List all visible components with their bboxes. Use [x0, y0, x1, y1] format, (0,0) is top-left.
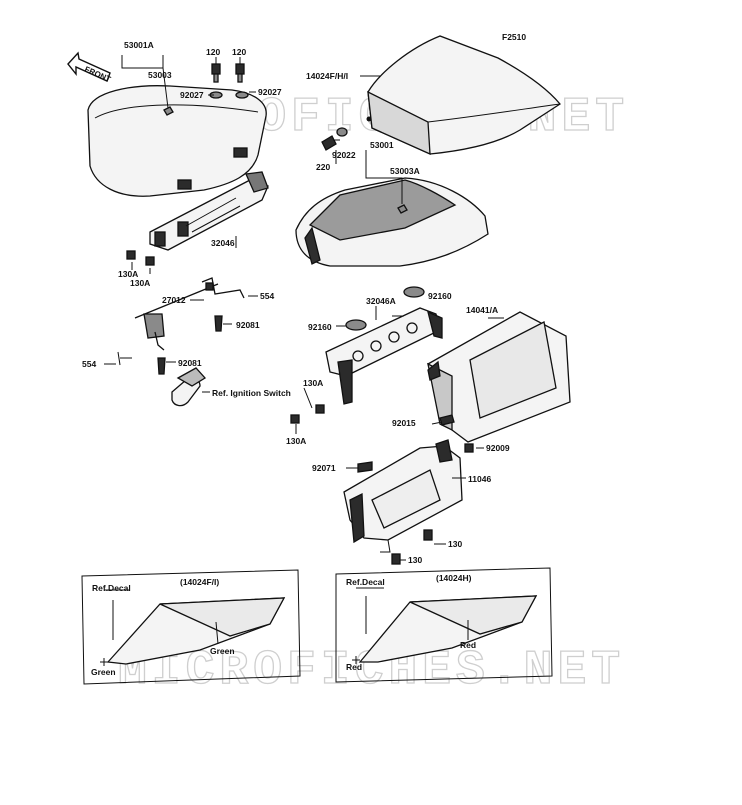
hardware: [126, 63, 474, 565]
inset-left-color-b: Green: [91, 667, 116, 677]
label-92081-b: 92081: [178, 358, 202, 368]
label-130A-c: 130A: [303, 378, 323, 388]
front-arrow: FRONT: [67, 51, 112, 84]
label-92160-a: 92160: [428, 291, 452, 301]
leader-lines: [104, 55, 504, 561]
label-130A-b: 130A: [130, 278, 150, 288]
label-130-b: 130: [408, 555, 422, 565]
label-53003A: 53003A: [390, 166, 420, 176]
label-53001A: 53001A: [124, 40, 154, 50]
inset-decal-14024FI: Ref.Decal (14024F/I) Green Green: [81, 569, 301, 685]
seat-cowl: [366, 35, 561, 156]
label-92009: 92009: [486, 443, 510, 453]
label-92071: 92071: [312, 463, 336, 473]
label-120-a: 120: [206, 47, 220, 57]
inset-right-title: (14024H): [436, 573, 472, 583]
frame-11046: [343, 439, 463, 553]
inset-left-ref: Ref.Decal: [92, 583, 131, 593]
inset-decal-14024H: Ref.Decal (14024H) Red Red: [335, 567, 553, 683]
label-32046: 32046: [211, 238, 235, 248]
diagram-code: F2510: [502, 32, 526, 42]
label-120-b: 120: [232, 47, 246, 57]
label-220: 220: [316, 162, 330, 172]
label-92160-b: 92160: [308, 322, 332, 332]
label-53001: 53001: [370, 140, 394, 150]
label-32046A: 32046A: [366, 296, 396, 306]
label-130-a: 130: [448, 539, 462, 549]
rear-seat: [295, 177, 489, 267]
label-130A-d: 130A: [286, 436, 306, 446]
bracket-32046A: [325, 286, 443, 405]
bracket-32046: [149, 171, 269, 251]
label-92015: 92015: [392, 418, 416, 428]
label-92027-b: 92027: [258, 87, 282, 97]
inset-right-color-b: Red: [346, 662, 362, 672]
label-14041A: 14041/A: [466, 305, 498, 315]
inset-left-title: (14024F/I): [180, 577, 219, 587]
label-14024FHI: 14024F/H/I: [306, 71, 348, 81]
label-554-a: 554: [260, 291, 274, 301]
label-554-b: 554: [82, 359, 96, 369]
inset-left-color-a: Green: [210, 646, 235, 656]
label-92027-a: 92027: [180, 90, 204, 100]
label-130A-a: 130A: [118, 269, 138, 279]
label-11046: 11046: [468, 474, 491, 484]
tail-cover: [427, 311, 571, 443]
label-ignition-switch: Ref. Ignition Switch: [212, 388, 291, 398]
front-seat: [87, 85, 267, 197]
label-27012: 27012: [162, 295, 186, 305]
label-92081-a: 92081: [236, 320, 260, 330]
label-53003: 53003: [148, 70, 172, 80]
inset-right-color-a: Red: [460, 640, 476, 650]
label-92022: 92022: [332, 150, 356, 160]
part-labels: 53001A 53003 120 120 92027 92027 14024F/…: [82, 40, 510, 565]
seat-lock-assembly: [117, 277, 245, 407]
inset-right-ref: Ref.Decal: [346, 577, 385, 587]
